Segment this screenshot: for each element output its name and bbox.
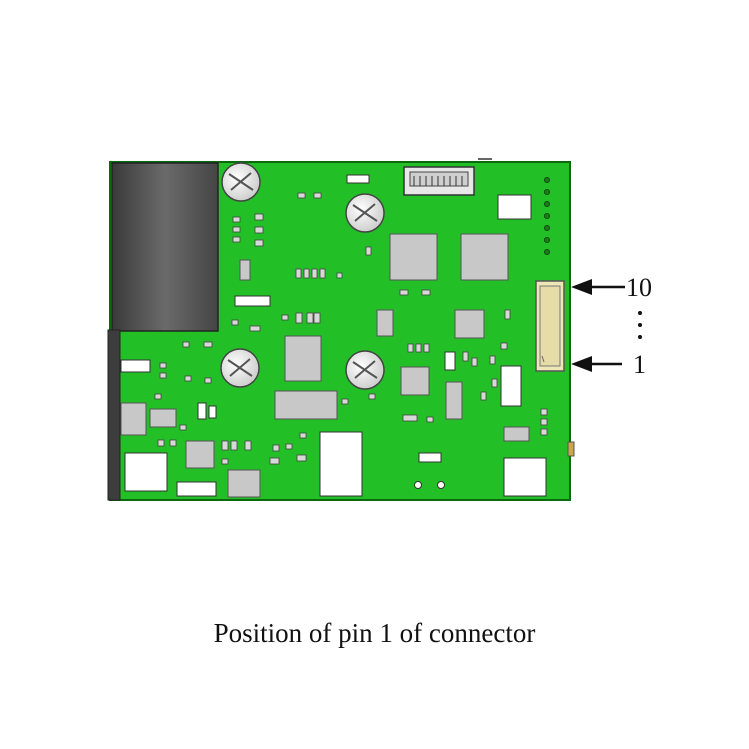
optics-housing (107, 162, 219, 501)
via-column (544, 177, 550, 255)
edge-pin (567, 441, 575, 457)
arrow-pin-10 (571, 279, 625, 295)
screw (345, 193, 385, 233)
top-fpc-connector (403, 158, 492, 196)
screw (345, 350, 385, 390)
side-connector (535, 280, 565, 372)
white-component (120, 174, 547, 497)
mounting-dots (414, 481, 445, 489)
figure-caption: Position of pin 1 of connector (213, 618, 536, 648)
pin-10-label: 10 (626, 273, 652, 302)
arrow-pin-1 (571, 356, 622, 372)
screw (220, 348, 260, 388)
screw (221, 162, 261, 202)
pin-1-label: 1 (633, 350, 646, 379)
ic-chip (120, 233, 530, 498)
vertical-ellipsis (638, 311, 642, 339)
passive-components (154, 192, 548, 465)
